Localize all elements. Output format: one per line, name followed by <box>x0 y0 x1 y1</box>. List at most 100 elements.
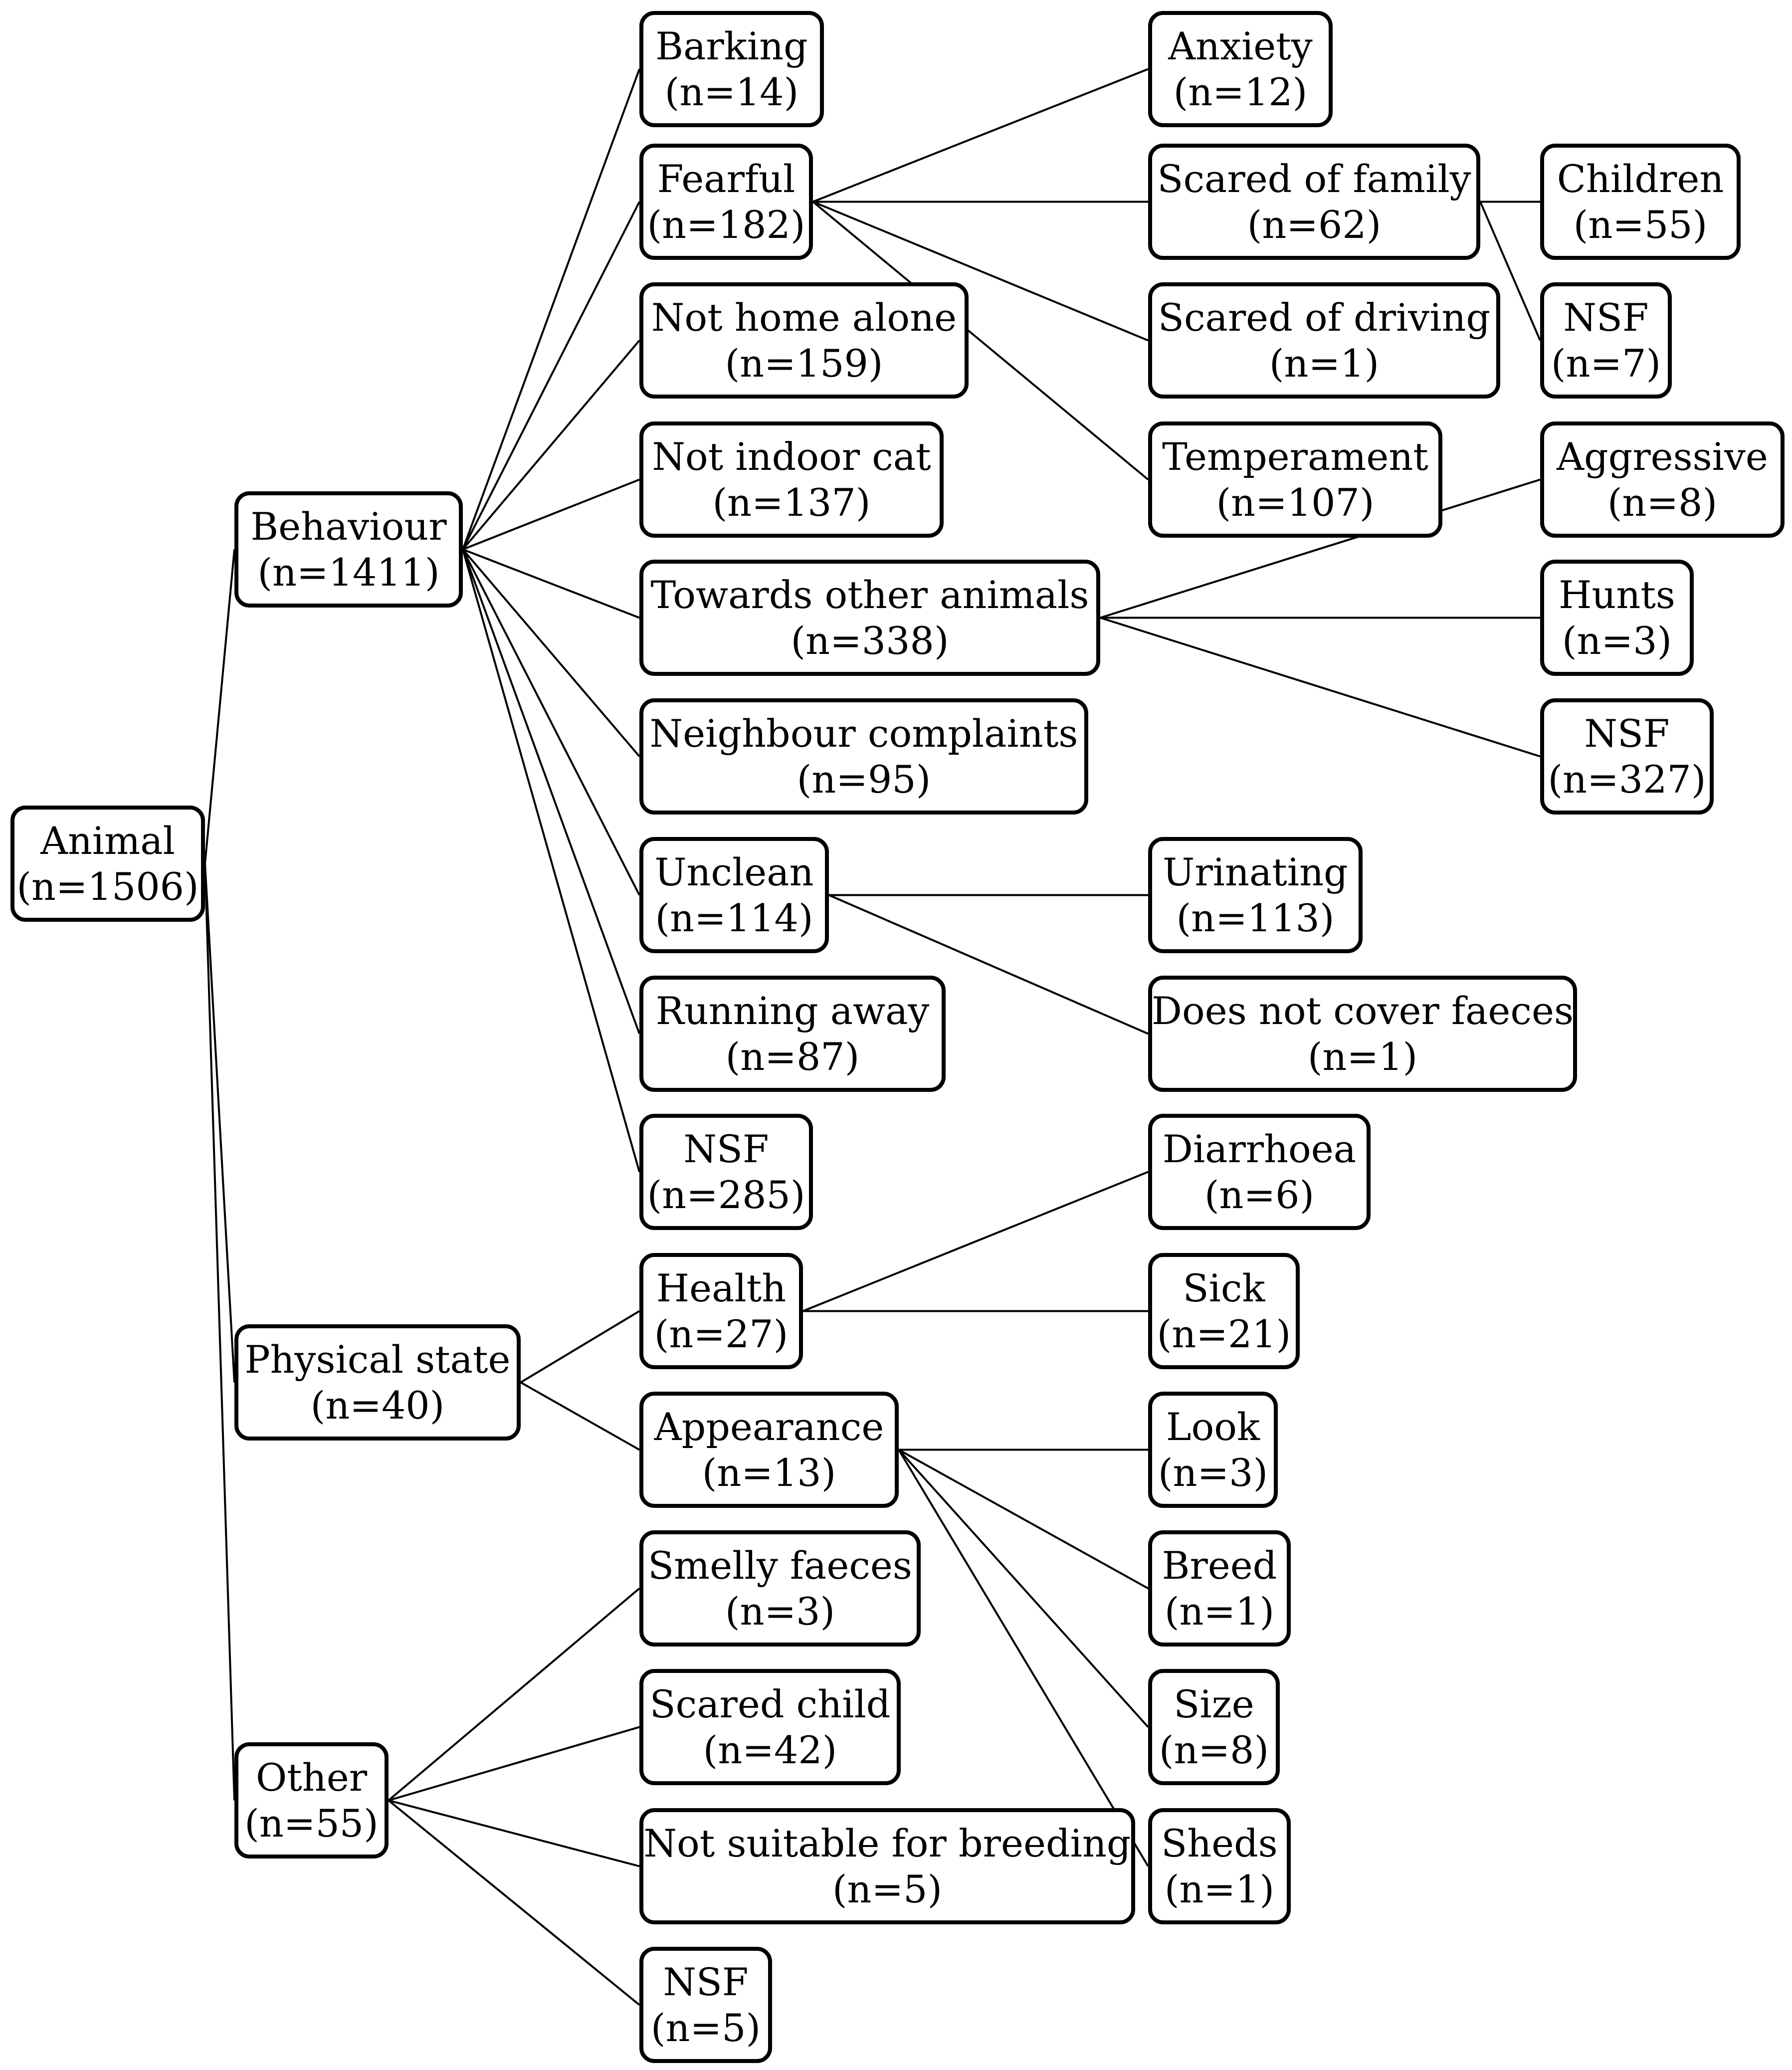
connector-physical-appearance <box>520 1381 640 1451</box>
node-not-indoor-cat: Not indoor cat (n=137) <box>639 421 944 538</box>
node-size-label: Size <box>1174 1681 1254 1726</box>
node-look-count: (n=3) <box>1158 1450 1268 1495</box>
connector-behaviour-not_indoor_cat <box>462 478 640 551</box>
node-health-count: (n=27) <box>654 1311 789 1356</box>
connector-other-scared_child <box>388 1726 640 1802</box>
node-physical-state: Physical state (n=40) <box>234 1324 521 1441</box>
node-animal-label: Animal <box>40 818 175 863</box>
connector-behaviour-not_home_alone <box>462 340 640 550</box>
node-diarrhoea-count: (n=6) <box>1204 1172 1315 1217</box>
connector-other-nsf_other <box>388 1799 640 2006</box>
node-does-not-cover-faeces-count: (n=1) <box>1307 1034 1418 1079</box>
node-not-suitable-for-breeding-label: Not suitable for breeding <box>643 1821 1131 1865</box>
connector-appearance-size <box>898 1449 1149 1728</box>
connector-appearance-breed <box>898 1449 1149 1590</box>
node-appearance: Appearance (n=13) <box>639 1392 899 1508</box>
node-appearance-label: Appearance <box>654 1404 884 1449</box>
node-unclean-label: Unclean <box>654 849 814 894</box>
node-behaviour: Behaviour (n=1411) <box>234 491 463 608</box>
node-temperament-count: (n=107) <box>1216 480 1375 525</box>
node-not-home-alone-label: Not home alone <box>651 295 957 340</box>
node-nsf-towards-other-animals-label: NSF <box>1584 711 1670 756</box>
connector-animal-other <box>204 863 235 1801</box>
connector-behaviour-neighbour <box>462 549 640 757</box>
node-other-label: Other <box>255 1755 368 1800</box>
connector-behaviour-nsf_behaviour <box>462 549 640 1173</box>
node-nsf-towards-other-animals-count: (n=327) <box>1548 757 1706 802</box>
node-does-not-cover-faeces: Does not cover faeces (n=1) <box>1148 976 1577 1092</box>
node-children: Children (n=55) <box>1540 144 1741 260</box>
node-scared-of-family-label: Scared of family <box>1157 156 1471 201</box>
node-physical-state-label: Physical state <box>244 1337 511 1382</box>
node-scared-of-family: Scared of family (n=62) <box>1148 144 1480 260</box>
node-scared-of-driving: Scared of driving (n=1) <box>1148 282 1500 399</box>
node-anxiety: Anxiety (n=12) <box>1148 11 1333 127</box>
node-nsf-other: NSF (n=5) <box>639 1947 772 2063</box>
node-does-not-cover-faeces-label: Does not cover faeces <box>1152 988 1574 1033</box>
node-neighbour-complaints-label: Neighbour complaints <box>649 711 1078 756</box>
node-urinating: Urinating (n=113) <box>1148 837 1363 953</box>
node-scared-of-driving-label: Scared of driving <box>1158 295 1491 340</box>
node-running-away-count: (n=87) <box>725 1034 860 1079</box>
node-look-label: Look <box>1166 1404 1260 1449</box>
node-anxiety-label: Anxiety <box>1168 23 1313 68</box>
node-animal: Animal (n=1506) <box>10 806 205 922</box>
node-sick: Sick (n=21) <box>1148 1253 1300 1369</box>
node-not-home-alone: Not home alone (n=159) <box>639 282 969 399</box>
node-look: Look (n=3) <box>1148 1392 1278 1508</box>
node-neighbour-complaints-count: (n=95) <box>796 757 931 802</box>
node-nsf-towards-other-animals: NSF (n=327) <box>1540 698 1714 815</box>
node-anxiety-count: (n=12) <box>1173 69 1308 114</box>
node-health-label: Health <box>656 1265 787 1310</box>
connector-other-not_breeding <box>388 1799 640 1867</box>
connector-behaviour-barking <box>462 68 640 550</box>
node-not-indoor-cat-count: (n=137) <box>712 480 871 525</box>
node-smelly-faeces-count: (n=3) <box>725 1589 835 1634</box>
connector-towards_animals-aggressive <box>1100 478 1541 619</box>
node-aggressive-count: (n=8) <box>1607 480 1718 525</box>
node-neighbour-complaints: Neighbour complaints (n=95) <box>639 698 1088 815</box>
node-children-label: Children <box>1557 156 1724 201</box>
node-diarrhoea-label: Diarrhoea <box>1162 1126 1357 1171</box>
node-diarrhoea: Diarrhoea (n=6) <box>1148 1114 1371 1230</box>
node-size: Size (n=8) <box>1148 1669 1280 1785</box>
node-nsf-scared-of-family: NSF (n=7) <box>1540 282 1672 399</box>
connector-fearful-temperament <box>812 201 1149 481</box>
connector-behaviour-running_away <box>462 549 640 1035</box>
node-towards-other-animals-count: (n=338) <box>791 618 949 663</box>
connector-health-diarrhoea <box>802 1171 1149 1312</box>
node-fearful-label: Fearful <box>657 156 796 201</box>
node-smelly-faeces: Smelly faeces (n=3) <box>639 1530 921 1647</box>
node-hunts: Hunts (n=3) <box>1540 560 1694 676</box>
node-other: Other (n=55) <box>234 1742 389 1859</box>
node-unclean: Unclean (n=114) <box>639 837 829 953</box>
node-urinating-label: Urinating <box>1163 849 1348 894</box>
connector-animal-physical <box>204 863 235 1383</box>
node-sick-count: (n=21) <box>1157 1311 1291 1356</box>
node-aggressive-label: Aggressive <box>1557 434 1768 479</box>
node-unclean-count: (n=114) <box>655 895 813 940</box>
node-temperament: Temperament (n=107) <box>1148 421 1442 538</box>
node-behaviour-count: (n=1411) <box>257 550 440 595</box>
node-not-indoor-cat-label: Not indoor cat <box>652 434 931 479</box>
node-nsf-behaviour-count: (n=285) <box>647 1172 805 1217</box>
connector-fearful-scared_driving <box>812 201 1149 342</box>
node-sheds-label: Sheds <box>1161 1821 1278 1865</box>
connector-physical-health <box>520 1310 640 1384</box>
node-not-home-alone-count: (n=159) <box>725 341 883 386</box>
node-smelly-faeces-label: Smelly faeces <box>648 1543 912 1588</box>
node-hunts-count: (n=3) <box>1562 618 1672 663</box>
connector-behaviour-unclean <box>462 549 640 896</box>
node-hunts-label: Hunts <box>1559 572 1675 617</box>
connector-animal-behaviour <box>204 549 235 864</box>
node-appearance-count: (n=13) <box>702 1450 836 1495</box>
node-scared-child-count: (n=42) <box>703 1727 837 1772</box>
node-animal-count: (n=1506) <box>16 864 199 909</box>
node-nsf-behaviour: NSF (n=285) <box>639 1114 813 1230</box>
node-breed: Breed (n=1) <box>1148 1530 1291 1647</box>
node-towards-other-animals: Towards other animals (n=338) <box>639 560 1100 676</box>
connector-unclean-no_cover_faeces <box>828 894 1149 1035</box>
node-barking-count: (n=14) <box>664 69 799 114</box>
node-other-count: (n=55) <box>244 1801 379 1846</box>
